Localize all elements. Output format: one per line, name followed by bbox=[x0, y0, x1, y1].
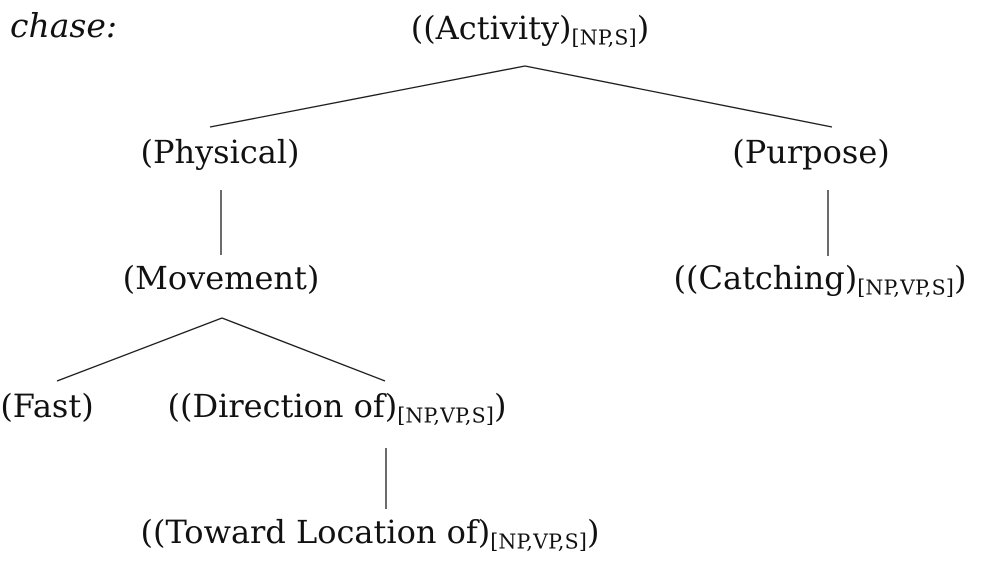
tree-node-movement: (Movement) bbox=[123, 258, 320, 300]
tree-node-purpose: (Purpose) bbox=[732, 132, 890, 174]
node-toward-main: ((Toward Location of) bbox=[140, 513, 491, 551]
node-movement-main: (Movement) bbox=[122, 259, 320, 297]
tree-node-physical: (Physical) bbox=[140, 132, 299, 174]
node-direction-subscript: [NP,VP,S] bbox=[397, 403, 495, 428]
node-direction-close: ) bbox=[494, 387, 507, 425]
node-catching-close: ) bbox=[954, 259, 967, 297]
tree-node-fast: (Fast) bbox=[0, 386, 93, 428]
node-activity-close: ) bbox=[636, 9, 650, 47]
tree-node-catching: ((Catching)[NP,VP,S]) bbox=[673, 258, 966, 300]
node-catching-main: ((Catching) bbox=[673, 259, 858, 297]
edge-movement-direction bbox=[221, 317, 386, 382]
tree-node-direction: ((Direction of)[NP,VP,S]) bbox=[167, 386, 506, 428]
node-activity-main: ((Activity) bbox=[410, 9, 572, 47]
word-label: chase: bbox=[10, 6, 117, 45]
node-activity-subscript: [NP,S] bbox=[571, 25, 637, 50]
node-fast-main: (Fast) bbox=[0, 387, 94, 425]
tree-node-toward: ((Toward Location of)[NP,VP,S]) bbox=[140, 512, 599, 554]
edge-movement-fast bbox=[56, 317, 223, 382]
node-direction-main: ((Direction of) bbox=[167, 387, 398, 425]
node-physical-main: (Physical) bbox=[140, 133, 300, 171]
edge-activity-physical bbox=[209, 65, 526, 128]
node-purpose-main: (Purpose) bbox=[732, 133, 890, 171]
node-toward-close: ) bbox=[587, 513, 600, 551]
node-catching-subscript: [NP,VP,S] bbox=[857, 275, 955, 300]
node-toward-subscript: [NP,VP,S] bbox=[490, 529, 588, 554]
tree-node-activity: ((Activity)[NP,S]) bbox=[411, 8, 650, 50]
edge-activity-purpose bbox=[524, 65, 833, 128]
